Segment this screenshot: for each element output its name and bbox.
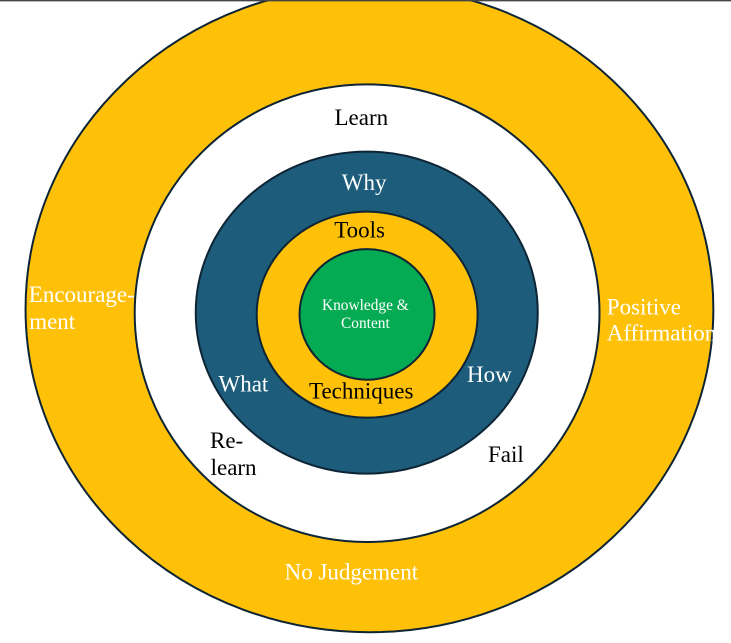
svg-text:Knowledge &: Knowledge & [322, 297, 409, 314]
svg-text:Positive: Positive [607, 294, 681, 319]
svg-text:Re-: Re- [210, 428, 243, 453]
svg-text:Encourage-: Encourage- [29, 282, 135, 307]
svg-text:No Judgement: No Judgement [285, 559, 419, 584]
svg-text:Why: Why [342, 170, 387, 195]
svg-text:learn: learn [211, 455, 257, 480]
svg-text:Affirmation: Affirmation [607, 321, 717, 346]
svg-text:Tools: Tools [334, 217, 385, 242]
svg-text:Fail: Fail [488, 442, 524, 467]
svg-text:How: How [467, 362, 512, 387]
svg-text:What: What [219, 371, 269, 396]
svg-text:Learn: Learn [335, 105, 389, 130]
svg-text:Techniques: Techniques [309, 379, 413, 404]
svg-text:ment: ment [29, 309, 76, 334]
svg-text:Content: Content [341, 315, 390, 332]
